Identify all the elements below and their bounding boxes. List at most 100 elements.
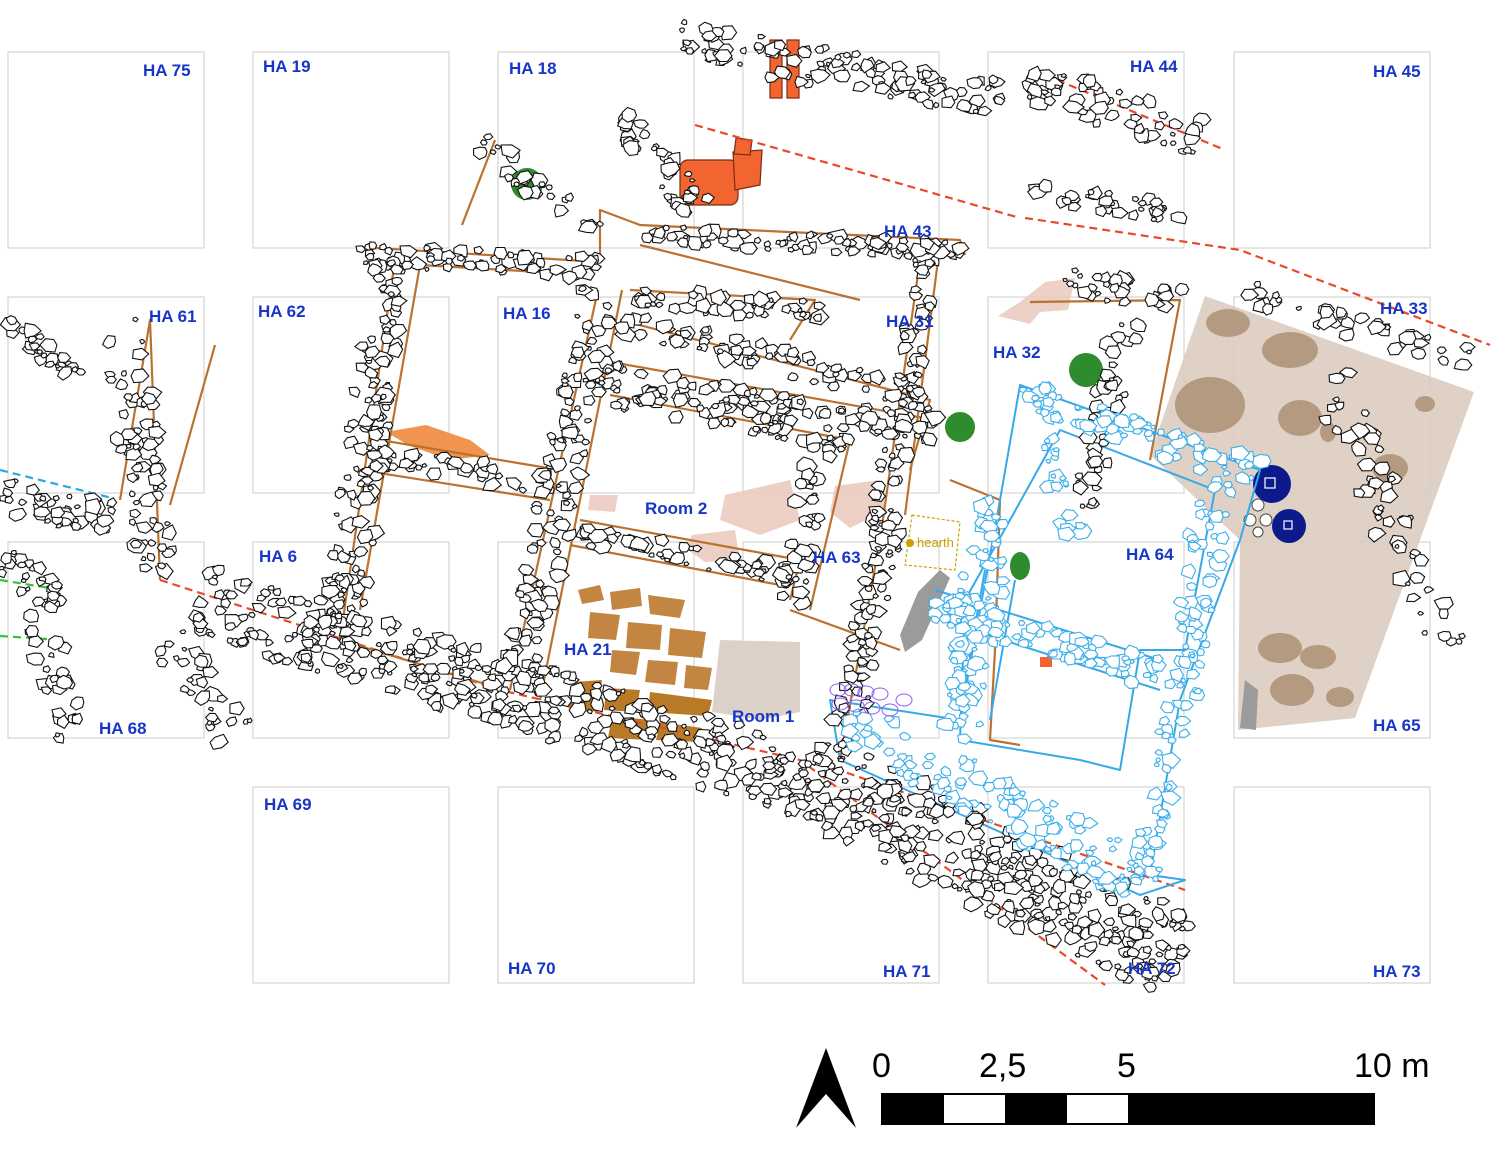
stone <box>398 457 415 469</box>
stone <box>1412 338 1431 348</box>
stone <box>1156 450 1175 466</box>
stone <box>549 264 568 276</box>
stone <box>933 101 940 109</box>
stone <box>567 356 577 365</box>
stone <box>612 359 623 373</box>
stone <box>679 329 693 339</box>
stone <box>248 629 260 641</box>
stone <box>1033 838 1048 851</box>
stone <box>1067 912 1078 921</box>
stone <box>50 506 66 519</box>
stone <box>1319 305 1335 319</box>
stone <box>967 826 986 841</box>
stone <box>578 285 587 292</box>
stone <box>585 336 598 345</box>
stone <box>537 469 552 481</box>
stone <box>513 181 520 188</box>
grid-label-ha63: HA 63 <box>813 548 861 567</box>
stone <box>1340 428 1360 444</box>
stone <box>1405 592 1422 603</box>
stone <box>998 635 1013 648</box>
stone <box>971 758 977 764</box>
stone <box>965 812 985 827</box>
stone <box>1374 514 1384 522</box>
stone <box>716 754 734 772</box>
grid-label-ha16: HA 16 <box>503 304 551 323</box>
stone <box>154 645 167 658</box>
stone <box>675 376 691 390</box>
stone <box>834 53 842 61</box>
stone <box>529 598 549 613</box>
stone <box>220 597 232 609</box>
stone <box>529 666 537 673</box>
stone <box>472 146 488 161</box>
stone <box>43 517 52 524</box>
stone <box>353 465 360 473</box>
stone <box>1373 461 1391 476</box>
stone <box>526 262 542 275</box>
stone <box>132 443 142 451</box>
stone <box>633 328 648 342</box>
stone <box>17 561 28 569</box>
stone <box>1062 277 1068 283</box>
stone <box>861 764 868 769</box>
stone <box>780 434 789 443</box>
stone <box>581 319 594 332</box>
stone <box>1050 411 1063 424</box>
stone <box>1367 320 1387 336</box>
stone <box>685 47 695 55</box>
stone <box>356 479 366 488</box>
stone <box>736 735 755 751</box>
stone <box>858 420 872 432</box>
stone <box>600 316 618 330</box>
stone <box>1114 836 1123 844</box>
stone <box>609 748 627 762</box>
stone <box>164 640 175 648</box>
stone <box>1215 531 1230 545</box>
stone <box>987 875 995 882</box>
stone <box>633 369 649 380</box>
stone <box>1157 111 1169 120</box>
stone <box>1392 569 1411 587</box>
stone <box>1180 677 1187 684</box>
stone <box>410 665 419 673</box>
stone <box>1155 757 1161 763</box>
scale-tick-5: 5 <box>1117 1047 1136 1085</box>
stone <box>343 425 355 433</box>
stone <box>718 236 729 245</box>
stone <box>147 472 166 487</box>
stone <box>700 326 710 334</box>
stone <box>333 599 345 610</box>
stone <box>986 902 1002 915</box>
stone <box>31 561 47 576</box>
stone <box>1396 515 1413 529</box>
stone <box>856 672 871 682</box>
stone <box>779 756 790 766</box>
stone <box>526 617 545 629</box>
stone <box>132 347 150 361</box>
stone <box>225 590 239 600</box>
stone <box>367 263 384 277</box>
stone <box>356 646 371 659</box>
stone <box>699 761 710 772</box>
stone <box>515 670 532 687</box>
stone <box>25 652 46 666</box>
stone <box>785 810 793 818</box>
stone <box>1180 700 1194 712</box>
stone <box>312 626 320 633</box>
stone <box>582 377 591 383</box>
stone <box>1128 925 1144 941</box>
stone <box>923 752 937 761</box>
stone <box>905 75 917 87</box>
stone <box>888 564 897 571</box>
stone <box>337 664 344 670</box>
stone <box>1157 428 1166 436</box>
stone <box>958 754 968 766</box>
stone <box>652 226 666 240</box>
stone <box>383 660 398 674</box>
stone <box>1072 480 1089 496</box>
stone <box>1153 762 1160 768</box>
stone <box>539 268 554 282</box>
stone <box>1082 74 1097 89</box>
stone <box>1106 837 1114 843</box>
